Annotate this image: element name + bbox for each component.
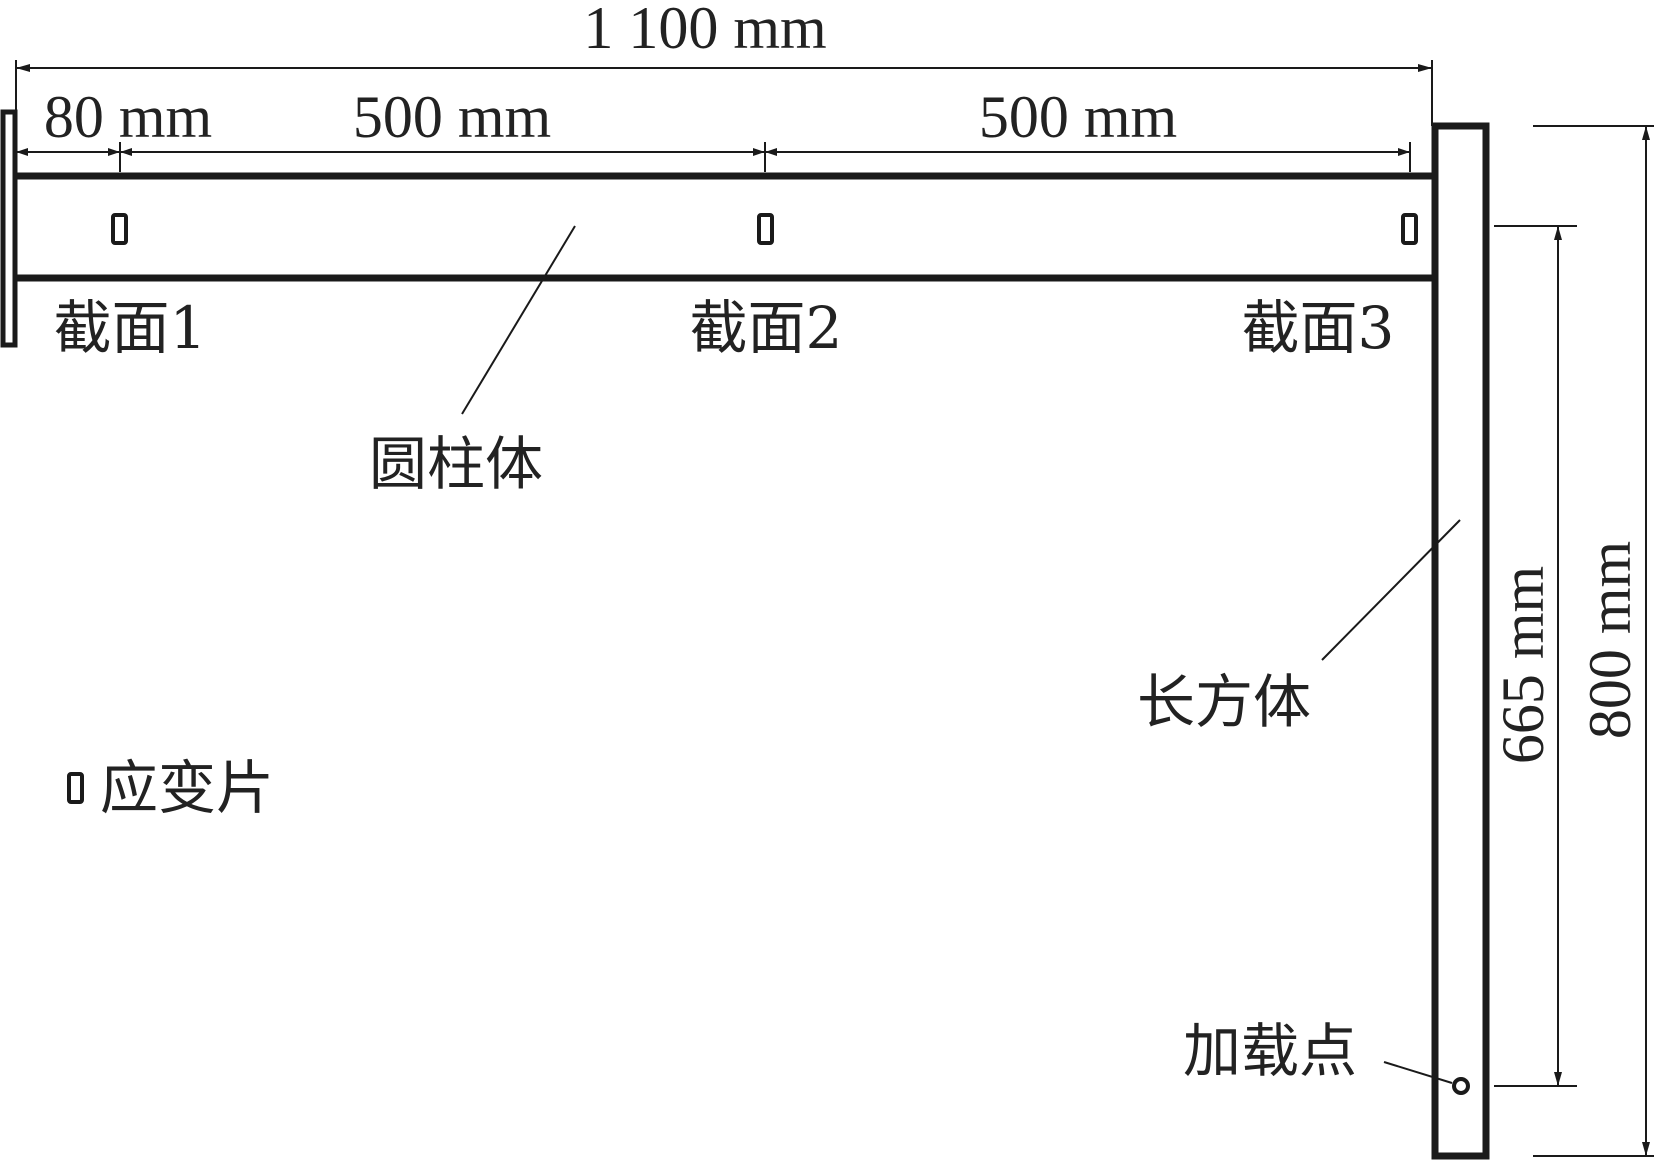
cylinder-label: 圆柱体 — [369, 430, 543, 498]
cylinder-leader — [461, 225, 576, 415]
strain-gauge-section-1 — [111, 213, 128, 245]
load-point-leader — [1383, 1061, 1453, 1084]
block-height-label: 800 mm — [1577, 541, 1643, 739]
load-height-arrow-top — [1554, 226, 1562, 240]
load-point-label: 加载点 — [1183, 1017, 1357, 1085]
seg3-arrow-right — [1398, 148, 1410, 156]
seg2-arrow-right — [753, 148, 765, 156]
seg1-arrow-right — [108, 148, 120, 156]
seg1-arrow-left — [16, 148, 28, 156]
cuboid-body — [1431, 122, 1490, 1160]
section-3-label: 截面3 — [1242, 294, 1395, 362]
segment-2-label: 500 mm — [353, 84, 551, 150]
strain-gauge-section-3 — [1401, 213, 1418, 245]
segment-1-label: 80 mm — [44, 84, 212, 150]
seg2-arrow-left — [120, 148, 132, 156]
left-end-plate — [0, 109, 18, 348]
load-height-label: 665 mm — [1490, 566, 1556, 764]
block-height-arrow-bottom — [1642, 1142, 1650, 1156]
legend-strain-gauge-icon — [67, 772, 84, 804]
section-1-label: 截面1 — [54, 294, 207, 362]
seg3-arrow-left — [765, 148, 777, 156]
segment-3-label: 500 mm — [979, 84, 1177, 150]
load-point-marker — [1452, 1077, 1470, 1095]
cuboid-leader — [1321, 519, 1461, 661]
legend-strain-gauge-label: 应变片 — [100, 754, 274, 822]
block-height-arrow-top — [1642, 126, 1650, 140]
section-2-label: 截面2 — [690, 294, 843, 362]
cuboid-label: 长方体 — [1137, 668, 1311, 736]
overall-arrow-right — [1418, 64, 1432, 72]
load-height-arrow-bottom — [1554, 1072, 1562, 1086]
overall-length-label: 1 100 mm — [583, 0, 826, 61]
strain-gauge-section-2 — [757, 213, 774, 245]
overall-arrow-left — [16, 64, 30, 72]
